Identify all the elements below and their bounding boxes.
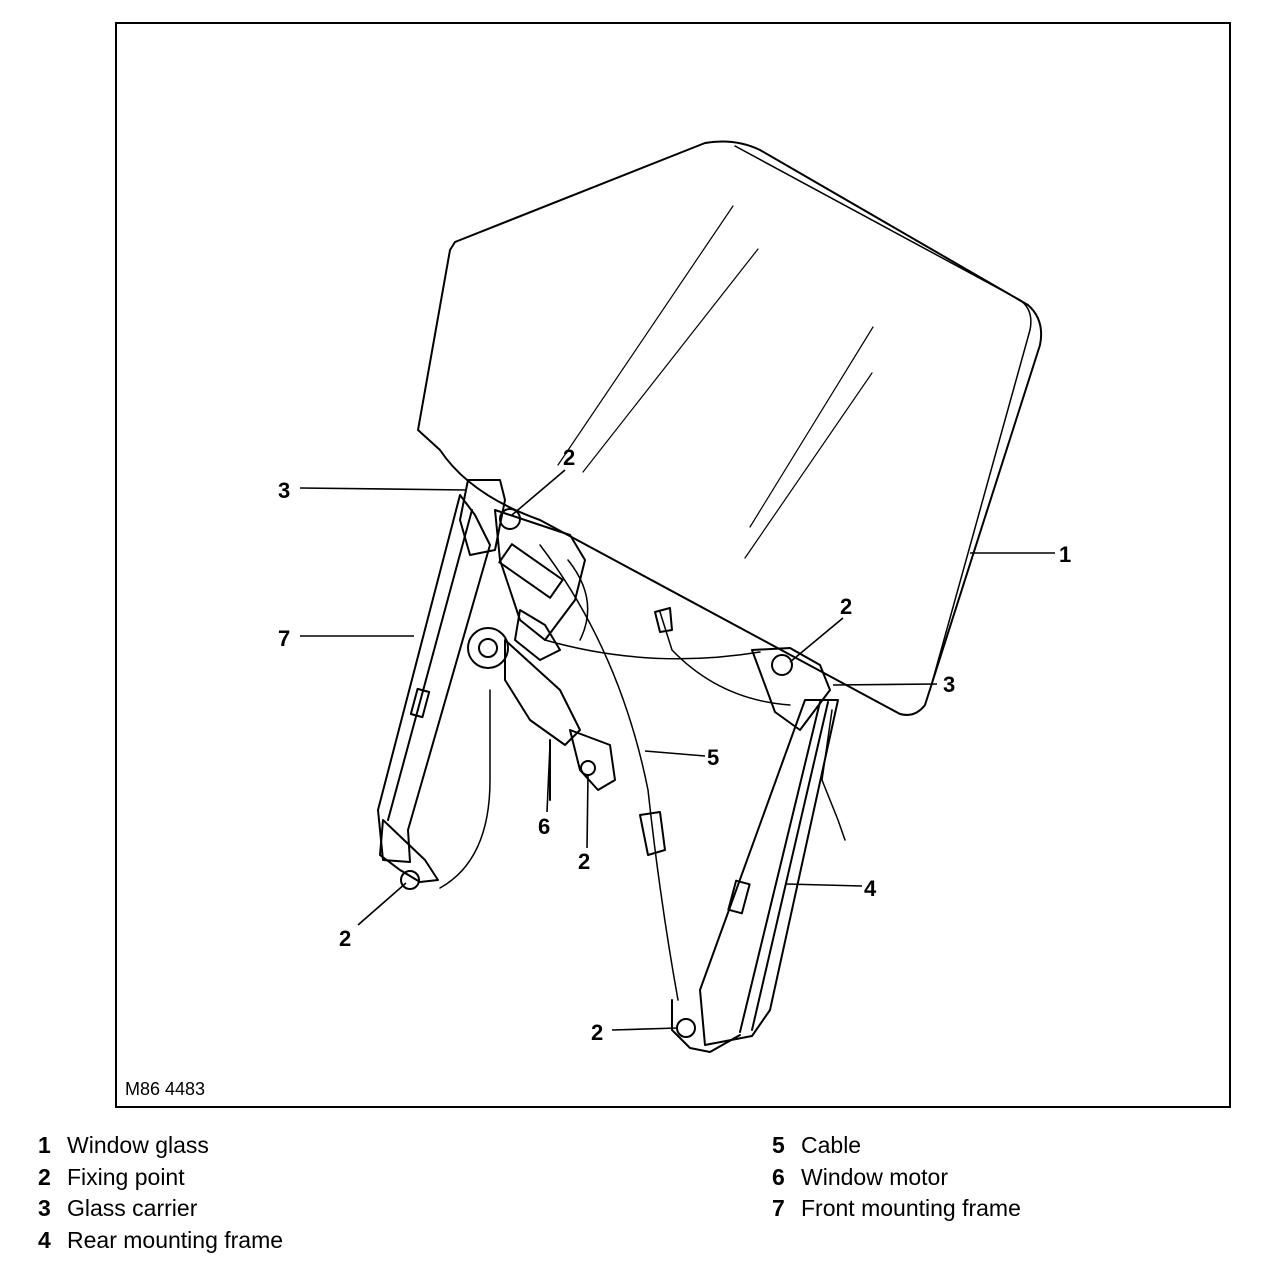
callout-6: 6 — [538, 814, 550, 839]
leader-3a — [299, 487, 468, 491]
callout-2b: 2 — [840, 594, 852, 619]
figure-id-label: M86 4483 — [125, 1079, 205, 1099]
leader-2c — [586, 774, 589, 849]
leader-4 — [785, 883, 863, 887]
callout-2a: 2 — [563, 445, 575, 470]
window-regulator-diagram: 1 2 2 2 2 2 3 3 4 5 6 7 M86 4483 — [125, 140, 1071, 1099]
leader-2b — [789, 617, 844, 663]
glass-inner-edge — [734, 145, 1032, 691]
callout-1: 1 — [1059, 542, 1071, 567]
leader-3b — [832, 683, 938, 686]
cable-clip — [639, 811, 666, 856]
callout-2c: 2 — [578, 849, 590, 874]
figure-frame — [115, 22, 1231, 1108]
callout-2e: 2 — [591, 1020, 603, 1045]
callout-3a: 3 — [278, 478, 290, 503]
leader-6 — [546, 744, 551, 813]
callout-4: 4 — [864, 876, 877, 901]
callout-5: 5 — [707, 745, 719, 770]
glass-reflection-lines — [557, 205, 874, 559]
rear-carrier-bracket — [654, 607, 831, 731]
rear-lower-pulley — [676, 1018, 696, 1038]
leader-2e — [611, 1027, 679, 1031]
front-mounting-frame — [377, 494, 491, 883]
leader-5 — [644, 750, 706, 757]
front-carrier-bracket — [459, 479, 586, 641]
callout-2d: 2 — [339, 926, 351, 951]
front-lower-pulley — [400, 870, 420, 890]
leader-2a — [511, 469, 566, 516]
leader-2d — [357, 882, 407, 926]
callout-3b: 3 — [943, 672, 955, 697]
window-motor — [467, 609, 616, 801]
callout-7: 7 — [278, 626, 290, 651]
window-cable — [439, 544, 846, 1001]
rear-mounting-frame — [671, 699, 839, 1053]
